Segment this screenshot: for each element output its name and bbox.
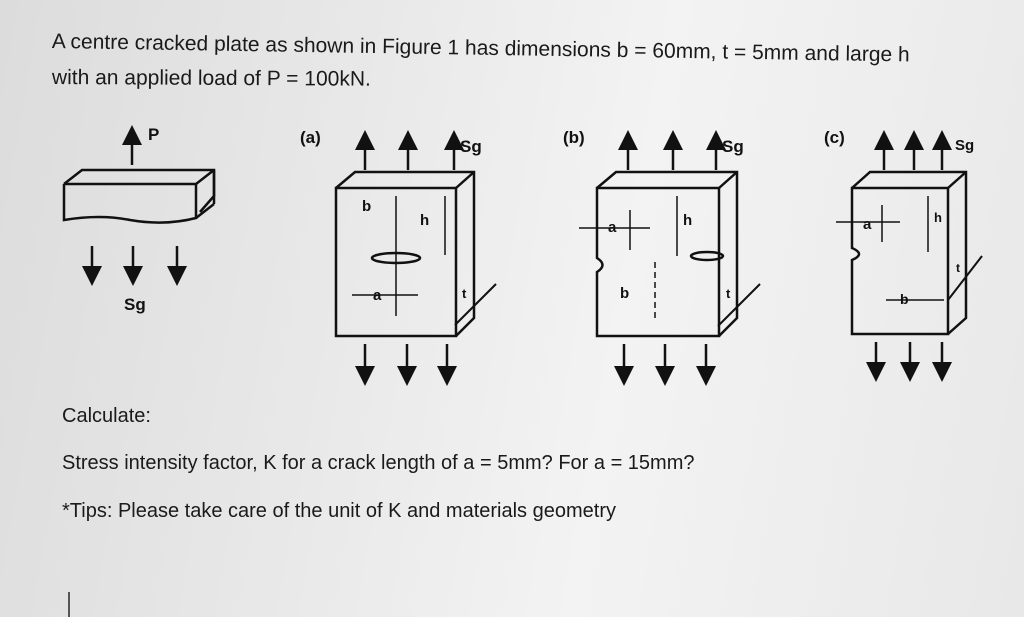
beam-diagram [62, 125, 216, 286]
panel-b-b-label: b [620, 285, 629, 302]
panel-b-plate [579, 130, 761, 386]
panel-a-h-label: h [420, 212, 429, 229]
panel-c-t-label: t [956, 261, 960, 275]
panel-c-s-label: Sg [955, 137, 974, 154]
text-cursor [68, 592, 70, 617]
panel-a-a-label: a [373, 287, 382, 304]
panel-c-a-label: a [863, 216, 872, 233]
stress-label-beam: Sg [124, 295, 146, 314]
panel-c-b-label: b [900, 291, 909, 307]
panel-c-title: (c) [824, 128, 845, 147]
panel-a-title: (a) [300, 128, 321, 147]
panel-b-t-label: t [726, 286, 731, 301]
panel-b-a-label: a [608, 219, 617, 236]
panel-b-s-label: Sg [722, 137, 744, 156]
panel-a-b-label: b [362, 198, 371, 215]
panel-a-s-label: Sg [460, 137, 482, 156]
panel-a-plate [334, 130, 497, 386]
panel-c-h-label: h [934, 210, 942, 225]
panel-b-title: (b) [563, 128, 585, 147]
panel-c-plate [836, 130, 983, 382]
panel-b-h-label: h [683, 212, 692, 229]
load-label: P [148, 125, 159, 144]
panel-a-t-label: t [462, 286, 467, 301]
calculate-heading: Calculate: [62, 405, 151, 427]
tips-text: *Tips: Please take care of the unit of K… [62, 500, 616, 522]
task-text: Stress intensity factor, K for a crack l… [62, 452, 695, 474]
